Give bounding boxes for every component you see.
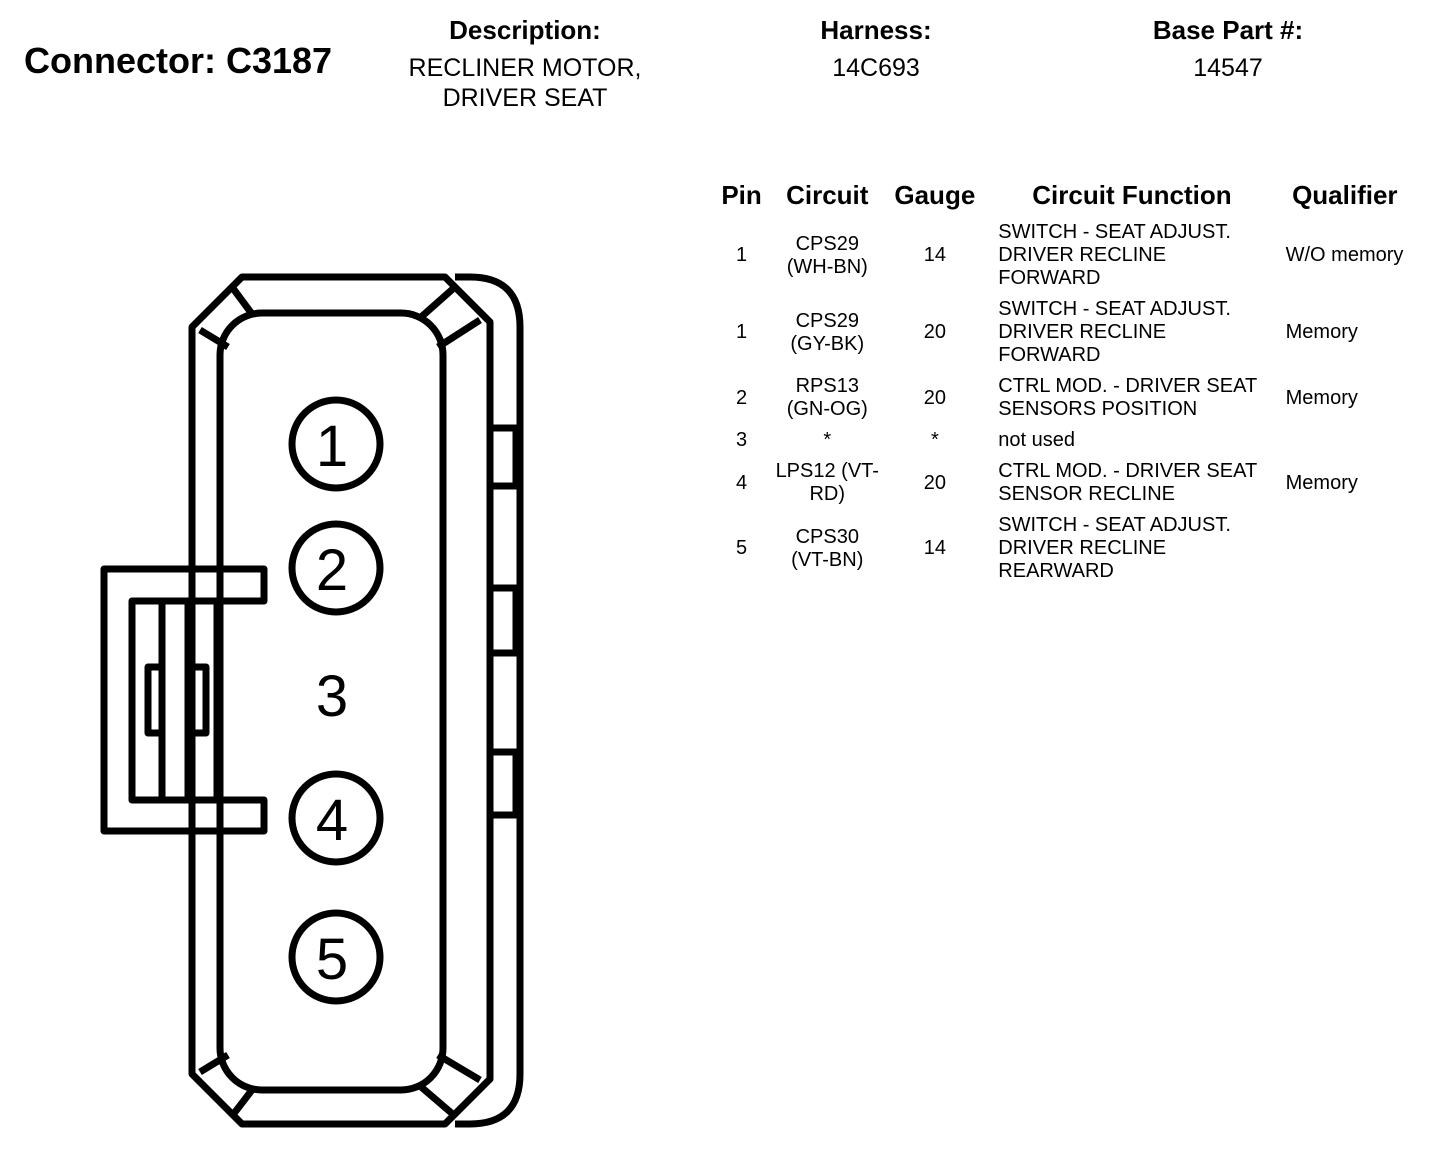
chamfer-bottom-left bbox=[198, 1052, 230, 1075]
pin-2-label: 2 bbox=[316, 538, 348, 603]
cell-gauge: 20 bbox=[923, 321, 946, 343]
table-row: 1 CPS29 (GY-BK) 20 SWITCH - SEAT ADJUST.… bbox=[712, 294, 1412, 371]
cell-qualifier: Memory bbox=[1285, 321, 1358, 343]
base-part-label: Base Part #: bbox=[1152, 15, 1304, 45]
side-tab-1 bbox=[486, 424, 520, 490]
base-part-value: 14547 bbox=[1193, 54, 1263, 82]
chamfer-bottom-right-2 bbox=[436, 1051, 482, 1084]
cell-qualifier bbox=[1278, 510, 1412, 587]
cell-gauge: 20 bbox=[923, 471, 946, 494]
table-row: 2 RPS13 (GN-OG) 20 CTRL MOD. - DRIVER SE… bbox=[712, 371, 1412, 425]
cell-gauge: 14 bbox=[923, 244, 946, 266]
cell-circuit: RPS13 (GN-OG) bbox=[786, 375, 868, 420]
description-line-2: DRIVER SEAT bbox=[442, 84, 608, 112]
chamfer-top-right bbox=[417, 284, 458, 321]
cell-pin: 4 bbox=[736, 471, 748, 494]
side-tab-3 bbox=[486, 748, 520, 819]
pin-1-label: 1 bbox=[316, 414, 348, 479]
pin-2-circle bbox=[288, 520, 384, 616]
connector-side-shell bbox=[455, 273, 524, 1128]
cell-gauge: 14 bbox=[923, 537, 946, 559]
pin-3-label: 3 bbox=[316, 664, 348, 729]
connector-face-diagram: 1 2 3 4 5 bbox=[100, 273, 524, 1128]
chamfer-bottom-left-2 bbox=[229, 1087, 255, 1119]
side-tab-2 bbox=[486, 584, 520, 657]
pin-5-circle bbox=[288, 909, 384, 1005]
latch-outer bbox=[100, 565, 268, 835]
cell-circuit: CPS29 (GY-BK) bbox=[790, 309, 865, 355]
harness-value: 14C693 bbox=[832, 54, 920, 82]
chamfer-bottom-right bbox=[417, 1083, 458, 1119]
cell-function: CTRL MOD. - DRIVER SEAT SENSOR RECLINE bbox=[998, 460, 1257, 505]
header-circuit: Circuit bbox=[786, 180, 869, 210]
pin-5-label: 5 bbox=[316, 927, 348, 992]
cell-qualifier: W/O memory bbox=[1285, 244, 1404, 266]
header-pin: Pin bbox=[721, 180, 762, 210]
table-row: 1 CPS29 (WH-BN) 14 SWITCH - SEAT ADJUST.… bbox=[712, 217, 1412, 294]
header-qualifier: Qualifier bbox=[1292, 180, 1398, 210]
header-circuit-function: Circuit Function bbox=[1032, 180, 1232, 210]
table-row: 5 CPS30 (VT-BN) 14 SWITCH - SEAT ADJUST.… bbox=[712, 510, 1412, 587]
cell-pin: 1 bbox=[736, 244, 748, 266]
description-value: RECLINER MOTOR, DRIVER SEAT bbox=[385, 53, 665, 113]
cell-circuit: * bbox=[823, 429, 832, 451]
table-row: 3 * * not used bbox=[712, 425, 1412, 456]
pin-table: Pin Circuit Gauge Circuit Function Quali… bbox=[712, 176, 1412, 587]
cell-pin: 2 bbox=[736, 386, 748, 409]
chamfer-top-left-2 bbox=[229, 284, 255, 317]
cell-pin: 3 bbox=[736, 429, 748, 451]
chamfer-top-left bbox=[198, 327, 230, 350]
cell-qualifier bbox=[1278, 425, 1412, 456]
cell-qualifier: Memory bbox=[1285, 471, 1358, 494]
description-line-1: RECLINER MOTOR, bbox=[408, 54, 642, 82]
cell-gauge: * bbox=[930, 429, 939, 451]
cell-pin: 5 bbox=[736, 537, 748, 559]
cell-function: SWITCH - SEAT ADJUST. DRIVER RECLINE FOR… bbox=[998, 298, 1231, 366]
cell-circuit: LPS12 (VT-RD) bbox=[775, 460, 879, 505]
cell-function: not used bbox=[998, 429, 1076, 451]
pin-4-circle bbox=[288, 770, 384, 866]
cell-function: SWITCH - SEAT ADJUST. DRIVER RECLINE FOR… bbox=[998, 221, 1231, 289]
chamfer-top-right-2 bbox=[436, 317, 482, 350]
cell-qualifier: Memory bbox=[1285, 386, 1358, 409]
latch-clip-1 bbox=[144, 663, 166, 737]
description-label: Description: bbox=[449, 15, 601, 45]
connector-title: Connector: C3187 bbox=[24, 40, 333, 81]
cell-function: SWITCH - SEAT ADJUST. DRIVER RECLINE REA… bbox=[998, 514, 1231, 582]
pin-table-header: Pin Circuit Gauge Circuit Function Quali… bbox=[712, 176, 1412, 217]
cell-circuit: CPS30 (VT-BN) bbox=[791, 525, 864, 571]
cell-circuit: CPS29 (WH-BN) bbox=[786, 232, 868, 278]
pin-4-label: 4 bbox=[316, 788, 348, 853]
latch-clip-2 bbox=[188, 663, 210, 737]
header-gauge: Gauge bbox=[894, 180, 976, 210]
table-row: 4 LPS12 (VT-RD) 20 CTRL MOD. - DRIVER SE… bbox=[712, 456, 1412, 510]
harness-label: Harness: bbox=[820, 15, 932, 45]
cell-function: CTRL MOD. - DRIVER SEAT SENSORS POSITION bbox=[998, 375, 1257, 420]
cell-gauge: 20 bbox=[923, 386, 946, 409]
cell-pin: 1 bbox=[736, 321, 748, 343]
connector-outer-housing bbox=[188, 273, 494, 1128]
pin-1-circle bbox=[288, 396, 384, 492]
